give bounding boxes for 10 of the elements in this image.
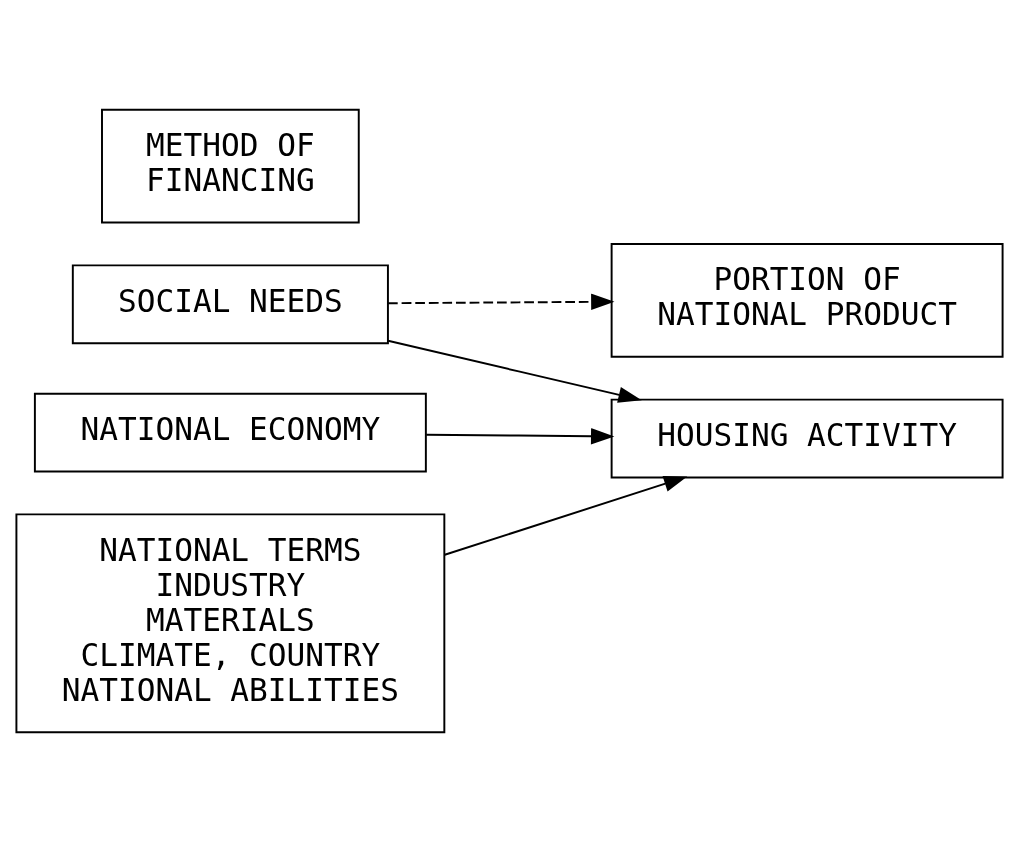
arrow [443, 475, 688, 556]
node-box: NATIONAL ECONOMY [33, 392, 427, 473]
node-box: METHOD OF FINANCING [101, 108, 360, 224]
node-box: SOCIAL NEEDS [71, 264, 389, 345]
node-box: PORTION OF NATIONAL PRODUCT [610, 243, 1004, 358]
arrow [425, 428, 615, 445]
arrow [387, 293, 615, 311]
node-box: NATIONAL TERMS INDUSTRY MATERIALS CLIMATE, COUNTRY NATIONAL ABILITIES [15, 513, 446, 734]
node-box: HOUSING ACTIVITY [610, 398, 1004, 479]
arrow [387, 339, 642, 403]
